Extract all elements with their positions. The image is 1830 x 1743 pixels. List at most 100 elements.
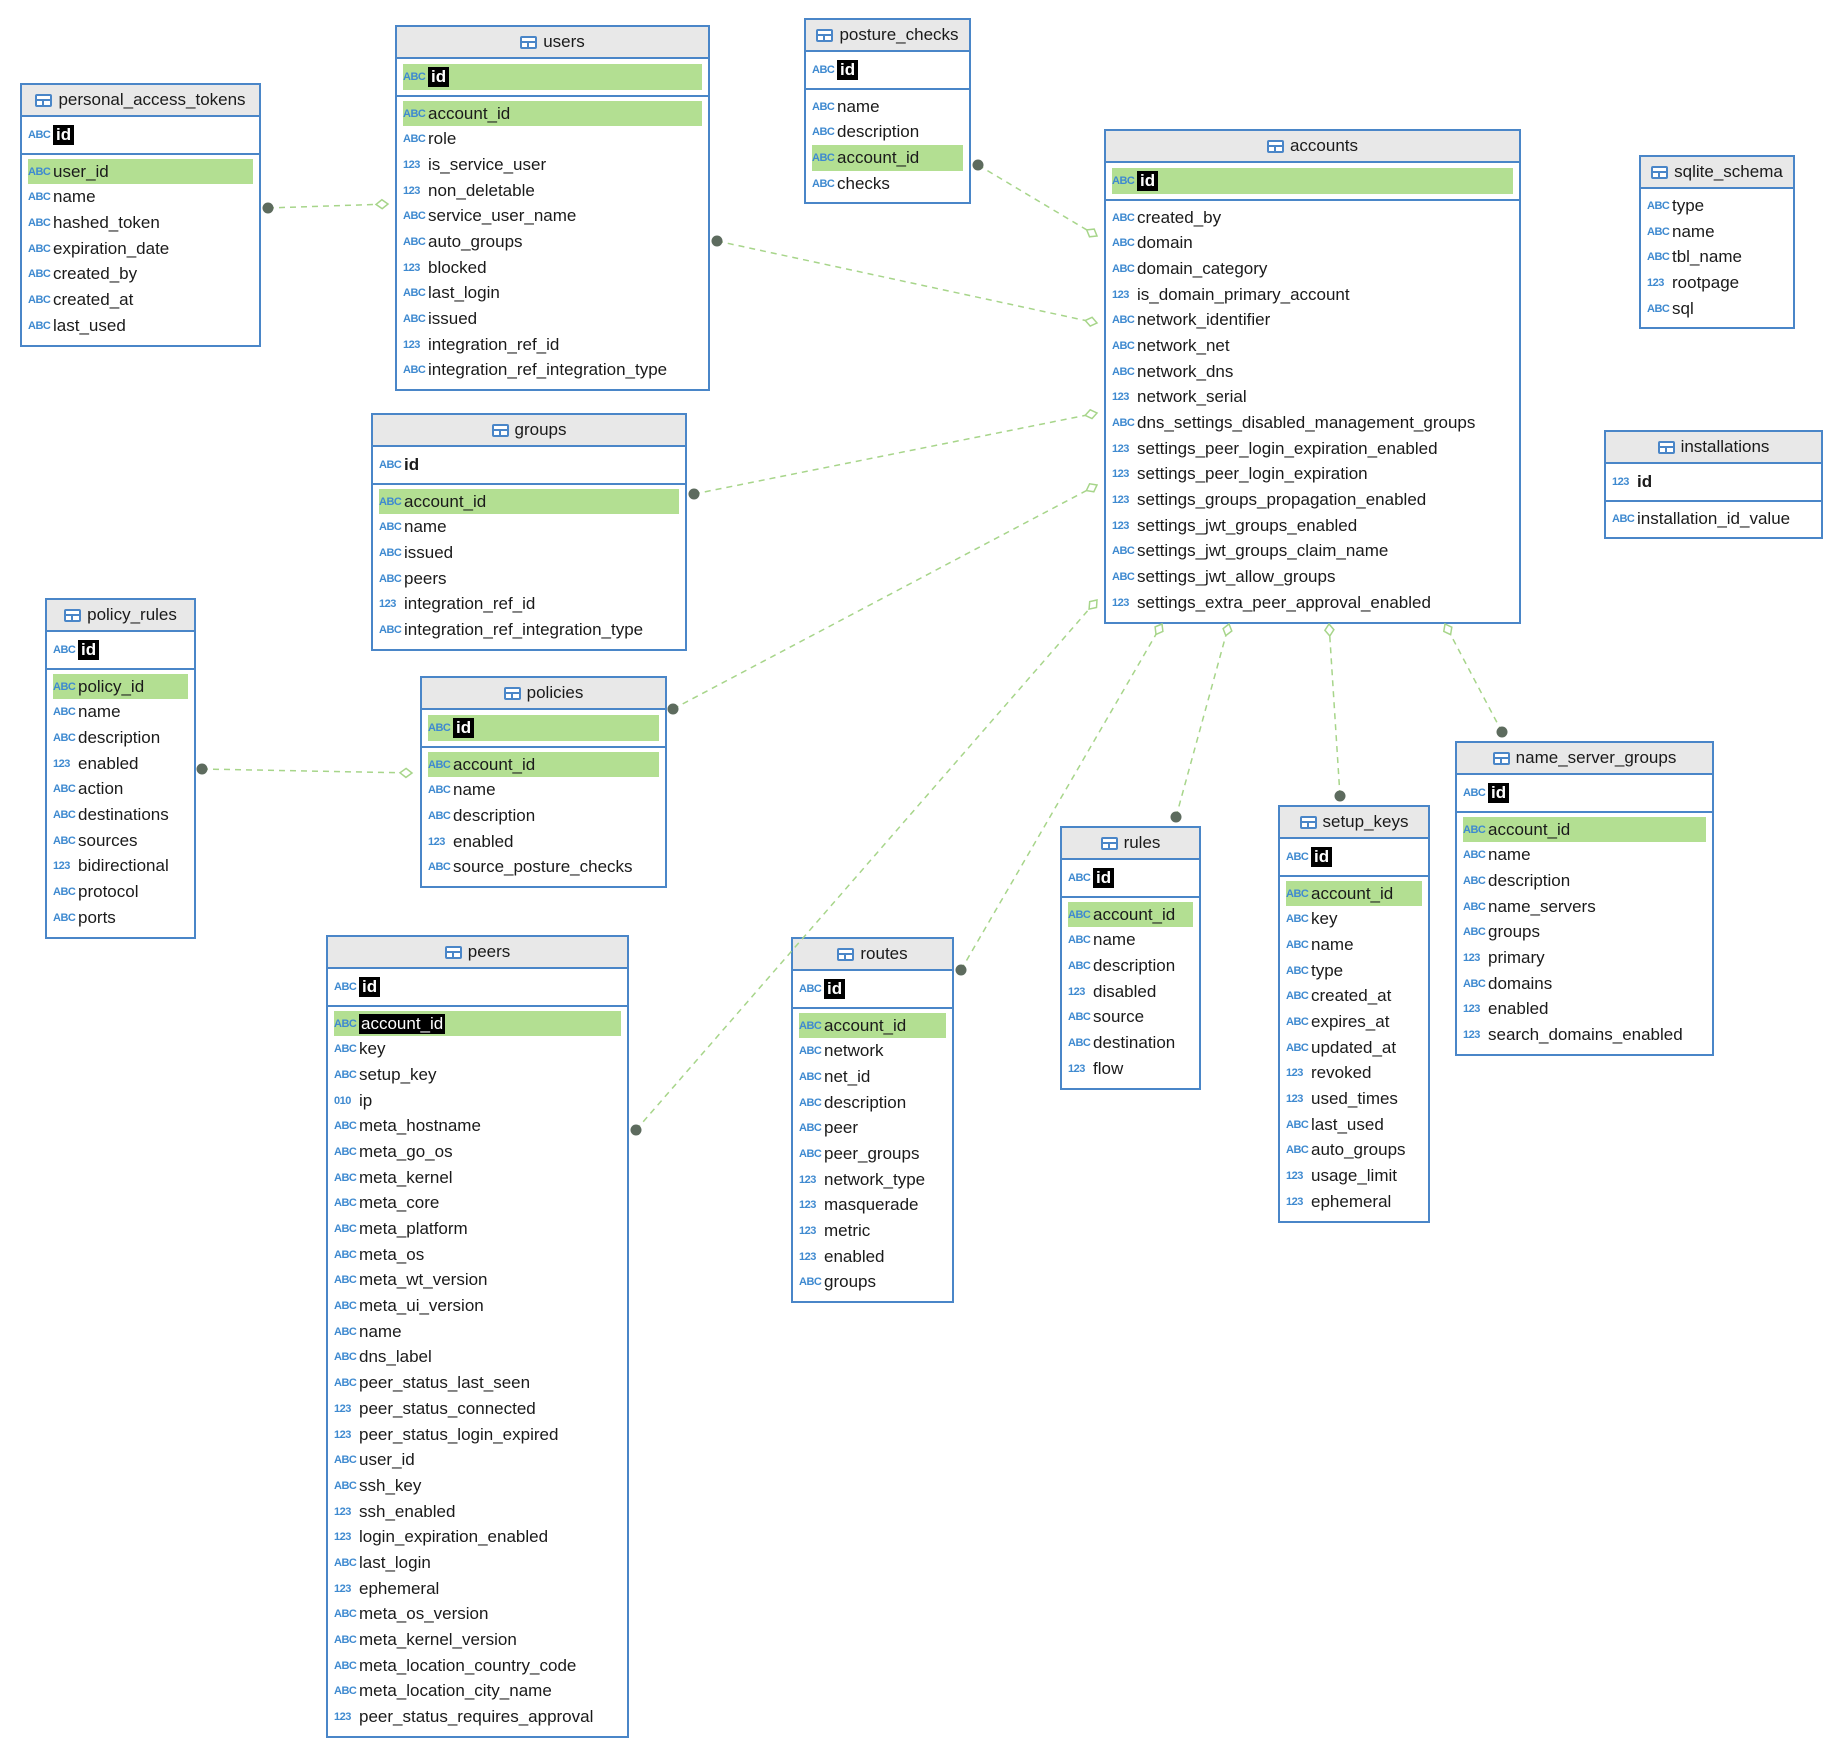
table-header[interactable]: rules bbox=[1062, 828, 1199, 860]
table-header[interactable]: policy_rules bbox=[47, 600, 194, 632]
table-rules[interactable]: rulesABCidABCaccount_idABCnameABCdescrip… bbox=[1060, 826, 1201, 1090]
primary-key-row[interactable]: ABCid bbox=[1112, 168, 1513, 194]
primary-key-row[interactable]: ABCid bbox=[334, 974, 621, 1000]
primary-key-row[interactable]: ABCid bbox=[799, 976, 946, 1002]
table-policies[interactable]: policiesABCidABCaccount_idABCnameABCdesc… bbox=[420, 676, 667, 889]
table-header[interactable]: sqlite_schema bbox=[1641, 157, 1793, 189]
table-routes[interactable]: routesABCidABCaccount_idABCnetworkABCnet… bbox=[791, 937, 954, 1304]
table-header[interactable]: posture_checks bbox=[806, 20, 969, 52]
primary-key-row[interactable]: ABCid bbox=[1286, 844, 1422, 870]
primary-key-row[interactable]: ABCid bbox=[53, 637, 188, 663]
primary-key-row[interactable]: ABCid bbox=[1463, 780, 1706, 806]
table-users[interactable]: usersABCidABCaccount_idABCrole123is_serv… bbox=[395, 25, 710, 392]
table-header[interactable]: personal_access_tokens bbox=[22, 85, 259, 117]
primary-key-row[interactable]: ABCid bbox=[379, 452, 679, 478]
table-header[interactable]: policies bbox=[422, 678, 665, 710]
table-header[interactable]: setup_keys bbox=[1280, 807, 1428, 839]
table-header[interactable]: installations bbox=[1606, 432, 1821, 464]
table-personal-access-tokens[interactable]: personal_access_tokensABCidABCuser_idABC… bbox=[20, 83, 261, 347]
primary-key-row[interactable]: ABCid bbox=[28, 122, 253, 148]
table-name-server-groups[interactable]: name_server_groupsABCidABCaccount_idABCn… bbox=[1455, 741, 1714, 1056]
table-header[interactable]: groups bbox=[373, 415, 685, 447]
table-policy-rules[interactable]: policy_rulesABCidABCpolicy_idABCnameABCd… bbox=[45, 598, 196, 939]
